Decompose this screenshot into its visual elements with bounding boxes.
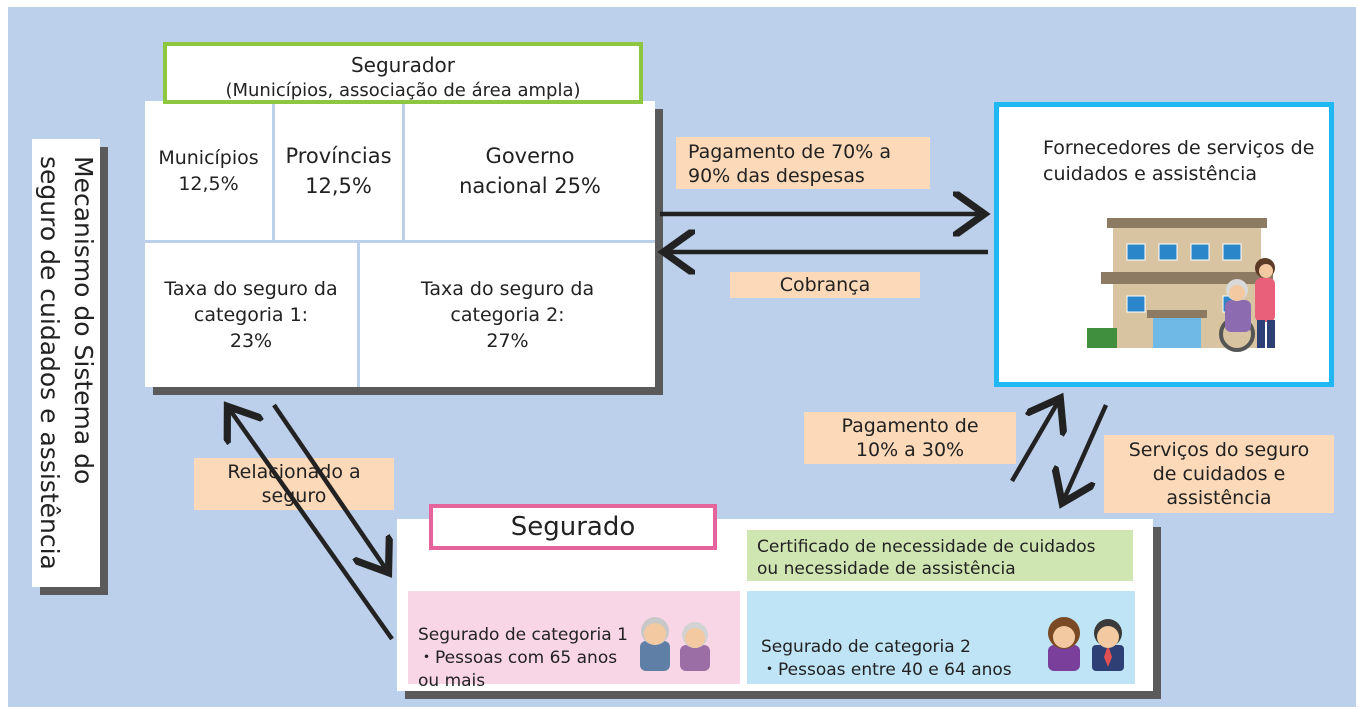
insured-category-2-text: Segurado de categoria 2 ・Pessoas entre 4…: [761, 637, 1012, 680]
insurer-title: Segurador: [350, 53, 455, 77]
arrow-provider-to-insured: [1064, 404, 1109, 499]
label-relacionado-seguro: Relacionado a seguro: [194, 458, 394, 510]
middle-aged-couple-icon: [1048, 617, 1124, 671]
diagram-canvas: Mecanismo do Sistema do seguro de cuidad…: [8, 7, 1356, 707]
taxa-categoria-1: Taxa do seguro da categoria 1: 23%: [145, 243, 357, 387]
label-pagamento-10-30: Pagamento de 10% a 30%: [804, 412, 1016, 464]
label-pagamento-70-90: Pagamento de 70% a 90% das despesas: [676, 137, 930, 189]
insurer-box: Municípios 12,5% Províncias 12,5% Govern…: [145, 101, 655, 387]
insurer-subtitle: (Municípios, associação de área ampla): [225, 80, 581, 101]
taxa-categoria-2: Taxa do seguro da categoria 2: 27%: [360, 243, 655, 387]
label-servicos: Serviços do seguro de cuidados e assistê…: [1104, 435, 1334, 513]
arrow-insured-to-insurer: [230, 410, 394, 641]
insured-category-1-text: Segurado de categoria 1 ・Pessoas com 65 …: [418, 625, 628, 691]
certificate-label: Certificado de necessidade de cuidados o…: [747, 530, 1133, 581]
insurer-title-box: Segurador (Municípios, associação de áre…: [163, 42, 643, 104]
care-facility-icon: [1087, 218, 1275, 352]
municipios-share: Municípios 12,5%: [145, 101, 272, 240]
elderly-couple-icon: [640, 617, 710, 671]
label-cobranca: Cobrança: [730, 272, 920, 298]
arrow-insured-to-provider: [1010, 402, 1058, 483]
diagram-title: Mecanismo do Sistema do seguro de cuidad…: [35, 156, 98, 570]
provider-title: Fornecedores de serviços de cuidados e a…: [1043, 137, 1315, 185]
governo-share: Governo nacional 25%: [405, 101, 655, 240]
insured-title: Segurado: [429, 504, 717, 550]
diagram-title-box: Mecanismo do Sistema do seguro de cuidad…: [32, 139, 100, 587]
provider-box: Fornecedores de serviços de cuidados e a…: [994, 102, 1334, 387]
provincias-share: Províncias 12,5%: [275, 101, 402, 240]
